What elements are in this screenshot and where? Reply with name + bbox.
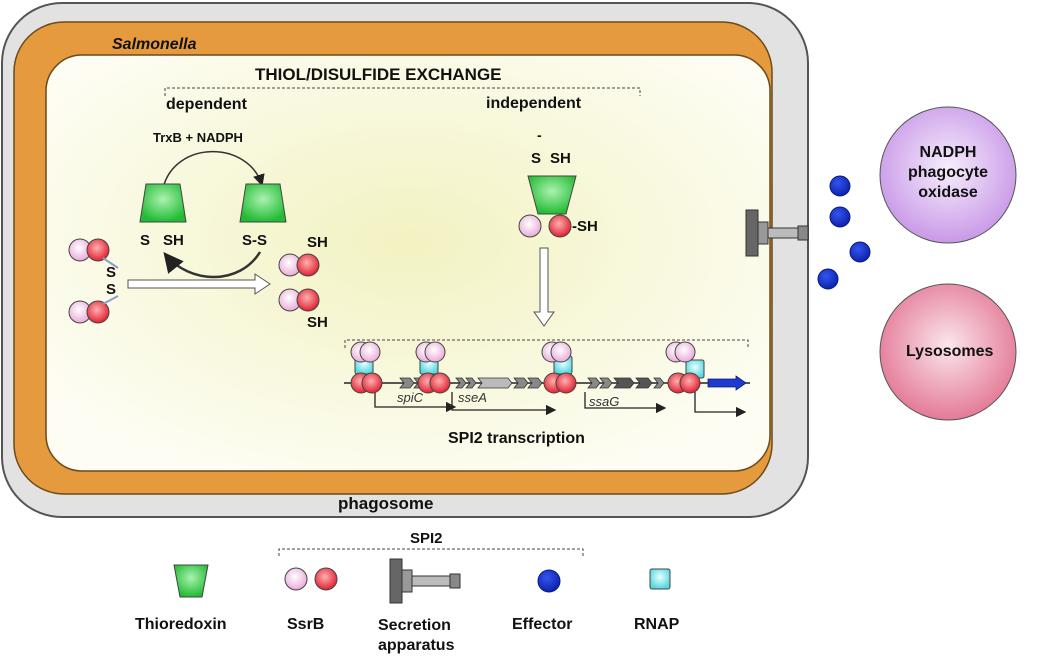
- reduction-arrow: [127, 273, 271, 295]
- trxb-cycle-arrow-bottom: [163, 251, 262, 279]
- independent-label: independent: [486, 95, 582, 112]
- nadph-line-1: NADPH: [919, 144, 977, 161]
- exchange-bracket: [164, 87, 641, 96]
- legend-thioredoxin-label: Thioredoxin: [135, 616, 227, 633]
- thioredoxin-reduced: [139, 183, 187, 223]
- downstream-gene-arrow: [707, 375, 747, 391]
- spi2-locus-bracket: [344, 339, 749, 348]
- nadph-oxidase-circle: [879, 106, 1017, 244]
- nadph-line-2: phagocyte: [907, 164, 988, 181]
- ssrb-reduced-pair: [278, 253, 320, 312]
- disulfide-s1: S: [106, 264, 117, 281]
- product-sh-top: SH: [307, 234, 328, 251]
- trxb-cycle-arrow-top: [162, 150, 265, 189]
- indep-minus: -: [537, 127, 542, 143]
- promoter-complex-3: [541, 341, 577, 394]
- exchange-title: THIOL/DISULFIDE EXCHANGE: [255, 65, 502, 84]
- legend-spi2-bracket: [278, 548, 584, 556]
- lysosome-circle: [879, 283, 1017, 421]
- gene-ssaG: ssaG: [589, 394, 620, 409]
- secretion-apparatus: [745, 209, 809, 257]
- legend-secretion-line-1: Secretion: [378, 617, 451, 634]
- gene-sseA: sseA: [458, 390, 487, 405]
- promoter-complex-2: [415, 341, 451, 394]
- indep-ssrb-sh: -SH: [572, 218, 598, 235]
- indep-sh: SH: [550, 150, 571, 167]
- thioredoxin-oxidized: [239, 183, 287, 223]
- ssrb-pink-independent: [518, 214, 542, 238]
- legend-ssrb-label: SsrB: [287, 616, 325, 633]
- salmonella-cytoplasm: [45, 54, 771, 472]
- legend-secretion-label: Secretion apparatus: [378, 616, 454, 656]
- effector-molecule-2: [829, 206, 851, 228]
- legend-secretion-icon: [389, 558, 461, 604]
- nadph-oxidase-label: NADPH phagocyte oxidase: [888, 143, 1008, 203]
- effector-molecule-4: [817, 268, 839, 290]
- lysosomes-label: Lysosomes: [906, 343, 994, 360]
- product-sh-bottom: SH: [307, 314, 328, 331]
- legend-effector-label: Effector: [512, 616, 573, 633]
- activation-arrow: [533, 247, 555, 327]
- dependent-label: dependent: [166, 96, 247, 113]
- legend-effector-icon: [537, 569, 561, 593]
- gene-spiC: spiC: [397, 390, 424, 405]
- salmonella-label: Salmonella: [112, 36, 197, 53]
- legend-secretion-line-2: apparatus: [378, 637, 455, 654]
- legend-rnap-label: RNAP: [634, 616, 680, 633]
- ssrb-red-independent: [548, 214, 572, 238]
- effector-molecule-1: [829, 175, 851, 197]
- promoter-complex-1: [350, 341, 383, 394]
- transcription-start-arrows: [374, 392, 747, 418]
- legend-rnap-icon: [649, 568, 671, 590]
- phagosome-label: phagosome: [338, 494, 434, 513]
- legend-ssrb-icon: [284, 567, 338, 591]
- legend-spi2-label: SPI2: [410, 530, 443, 547]
- spi2-transcription-label: SPI2 transcription: [448, 430, 585, 447]
- legend-thioredoxin-icon: [173, 564, 209, 598]
- disulfide-s2: S: [106, 281, 117, 298]
- trx-reduced-sh: SH: [163, 232, 184, 249]
- trx-oxidized-ss: S-S: [242, 232, 268, 249]
- indep-s: S: [531, 150, 542, 167]
- effector-molecule-3: [849, 241, 871, 263]
- trxb-nadph-label: TrxB + NADPH: [153, 130, 243, 145]
- thioredoxin-independent: [527, 175, 577, 215]
- promoter-complex-4: [665, 341, 705, 394]
- ssrb-dimer-oxidized: [68, 238, 119, 324]
- trx-reduced-s: S: [140, 232, 151, 249]
- nadph-line-3: oxidase: [918, 184, 978, 201]
